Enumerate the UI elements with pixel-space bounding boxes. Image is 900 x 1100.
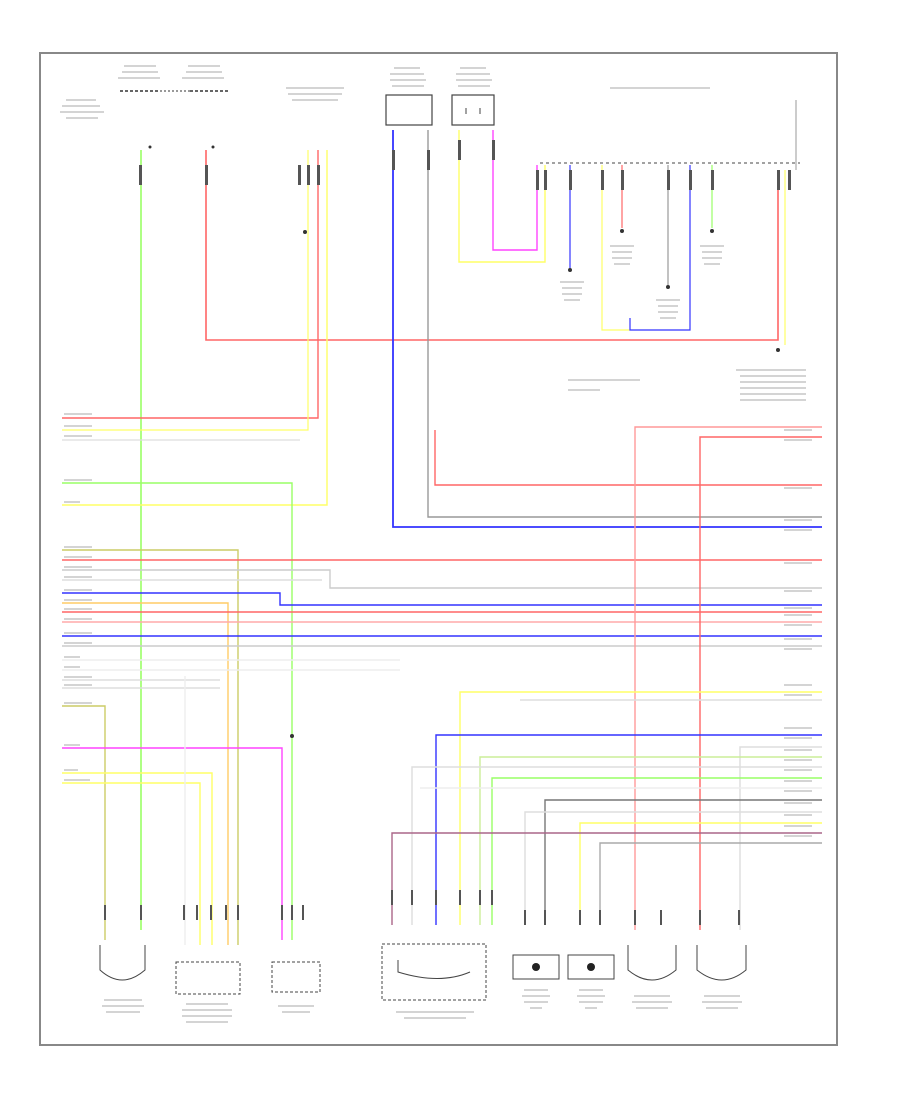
wire-red-relay bbox=[62, 150, 319, 419]
wire-yellow-inj2 bbox=[601, 165, 630, 331]
bottom-pins bbox=[104, 890, 740, 925]
wire-blue-ign bbox=[392, 130, 822, 528]
injector-labels bbox=[560, 245, 806, 401]
ecm-right-labels bbox=[784, 429, 812, 837]
ecm-bus bbox=[62, 549, 822, 945]
wire-magenta-res bbox=[492, 130, 538, 251]
top-pins bbox=[139, 140, 791, 190]
wire-gray-ign bbox=[427, 130, 822, 518]
wire-yellow-res bbox=[458, 130, 546, 263]
top-left-fuses bbox=[120, 90, 230, 149]
injector-grounds bbox=[568, 229, 780, 352]
wire-red-ign bbox=[434, 430, 822, 486]
splice-dots bbox=[290, 230, 307, 738]
wire-yellow-2 bbox=[62, 150, 309, 431]
knock-sensor-symbols bbox=[532, 963, 595, 971]
wire-yellow-relay bbox=[62, 150, 328, 506]
diagram-frame bbox=[39, 52, 838, 1046]
wire-blue-inj5 bbox=[629, 165, 691, 331]
wire-red-main bbox=[205, 150, 779, 341]
bottom-connectors bbox=[99, 943, 747, 1001]
ecm-left-labels bbox=[64, 413, 92, 781]
wire-green-2 bbox=[62, 482, 293, 940]
ignition-switch-box bbox=[385, 94, 433, 126]
ecm-right-bus bbox=[391, 426, 822, 930]
top-label-marks bbox=[60, 65, 710, 391]
bottom-label-marks bbox=[102, 989, 742, 1023]
resistor-box bbox=[451, 94, 495, 126]
